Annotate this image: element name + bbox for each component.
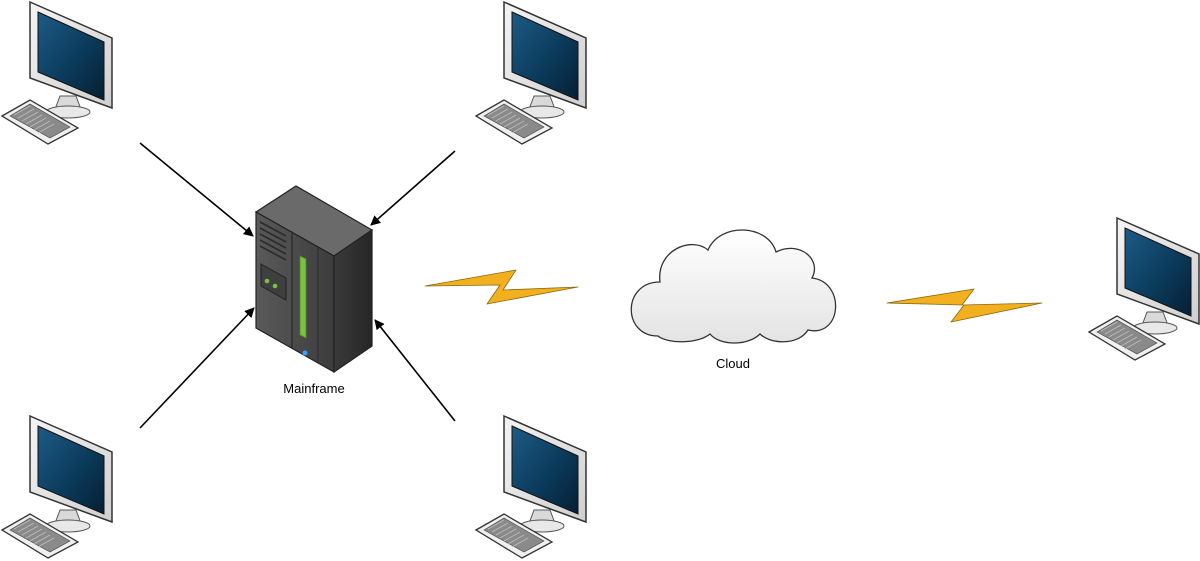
desktop-computer-icon [1, 415, 113, 559]
desktop-computer-icon [475, 1, 587, 145]
arrow-bottom-center-to-mainframe [374, 319, 456, 422]
arrow-bottom-left-to-mainframe [139, 307, 255, 429]
lightning-link-icon [886, 288, 1043, 323]
desktop-computer-icon [1088, 217, 1200, 361]
cloud-icon [630, 229, 837, 344]
mainframe-label: Mainframe [283, 381, 344, 396]
desktop-computer-icon [475, 415, 587, 559]
desktop-computer-icon [1, 1, 113, 145]
cloud-label: Cloud [716, 356, 750, 371]
lightning-link-icon [424, 269, 579, 305]
mainframe-server-icon [254, 185, 374, 374]
arrow-top-center-to-mainframe [370, 150, 456, 226]
arrow-top-left-to-mainframe [139, 142, 254, 237]
